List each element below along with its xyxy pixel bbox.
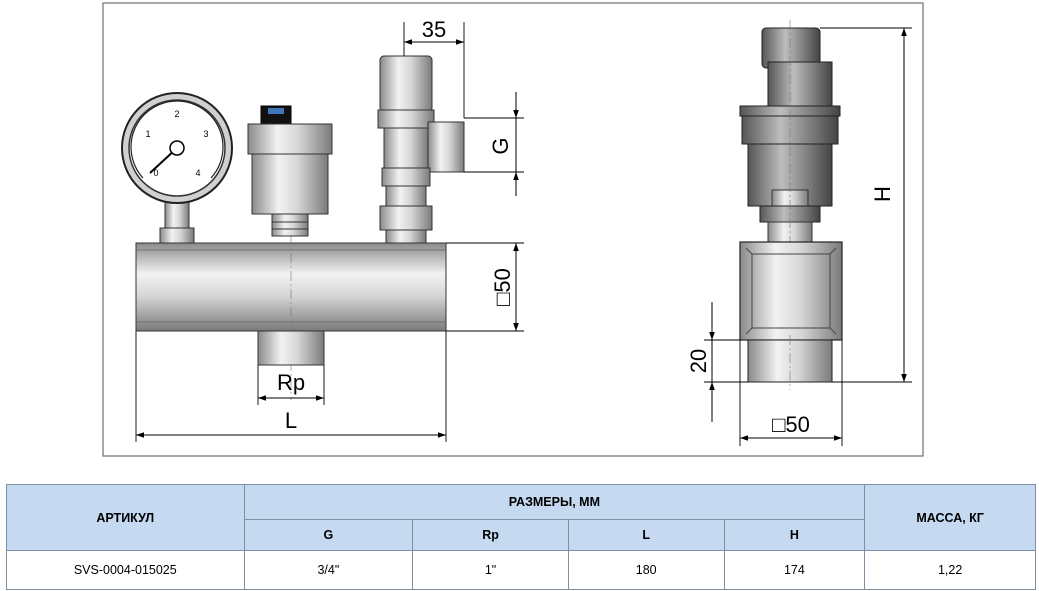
table-subheader-row: G Rp L H [7,519,1036,551]
side-view: H 20 □50 [686,20,912,446]
manifold-end-view [739,241,843,341]
cell-mass: 1,22 [864,550,1036,590]
dimension-length: L [285,408,297,433]
bottom-outlet [257,330,325,366]
header-l: L [567,519,725,551]
cell-h: 174 [723,550,866,590]
cell-article: SVS-0004-015025 [6,550,245,590]
dimension-g: G [488,137,513,154]
spec-table: АРТИКУЛ РАЗМЕРЫ, ММ МАССА, КГ G Rp L H S… [6,484,1036,590]
header-mass: МАССА, КГ [864,484,1036,551]
gauge-scale-label: 4 [195,168,200,178]
table-row: SVS-0004-015025 3/4" 1" 180 174 1,22 [6,550,1036,590]
gauge-scale-label: 0 [153,168,158,178]
dimension-square-bottom: □50 [772,412,810,437]
table-header-row: АРТИКУЛ РАЗМЕРЫ, ММ МАССА, КГ [6,484,1036,551]
gauge-scale-label: 1 [145,129,150,139]
safety-valve-icon [377,55,465,244]
gauge-scale-label: 2 [174,109,179,119]
dimension-offset: 20 [686,349,711,373]
header-article: АРТИКУЛ [6,484,245,551]
header-h: H [723,519,866,551]
front-view: 0 1 2 3 4 35 [121,17,524,442]
header-rp: Rp [412,519,569,551]
cell-g: 3/4" [243,550,414,590]
cell-rp: 1" [412,550,569,590]
cell-l: 180 [567,550,725,590]
dimension-square-left: □50 [490,268,515,306]
gauge-scale-label: 3 [203,129,208,139]
dimension-height: H [870,186,895,202]
pressure-gauge-icon [121,92,233,244]
dimension-rp: Rp [277,370,305,395]
dimension-spacing: 35 [422,17,446,42]
header-g: G [243,519,414,551]
air-vent-icon [247,105,333,237]
header-dimensions: РАЗМЕРЫ, ММ [243,484,866,520]
